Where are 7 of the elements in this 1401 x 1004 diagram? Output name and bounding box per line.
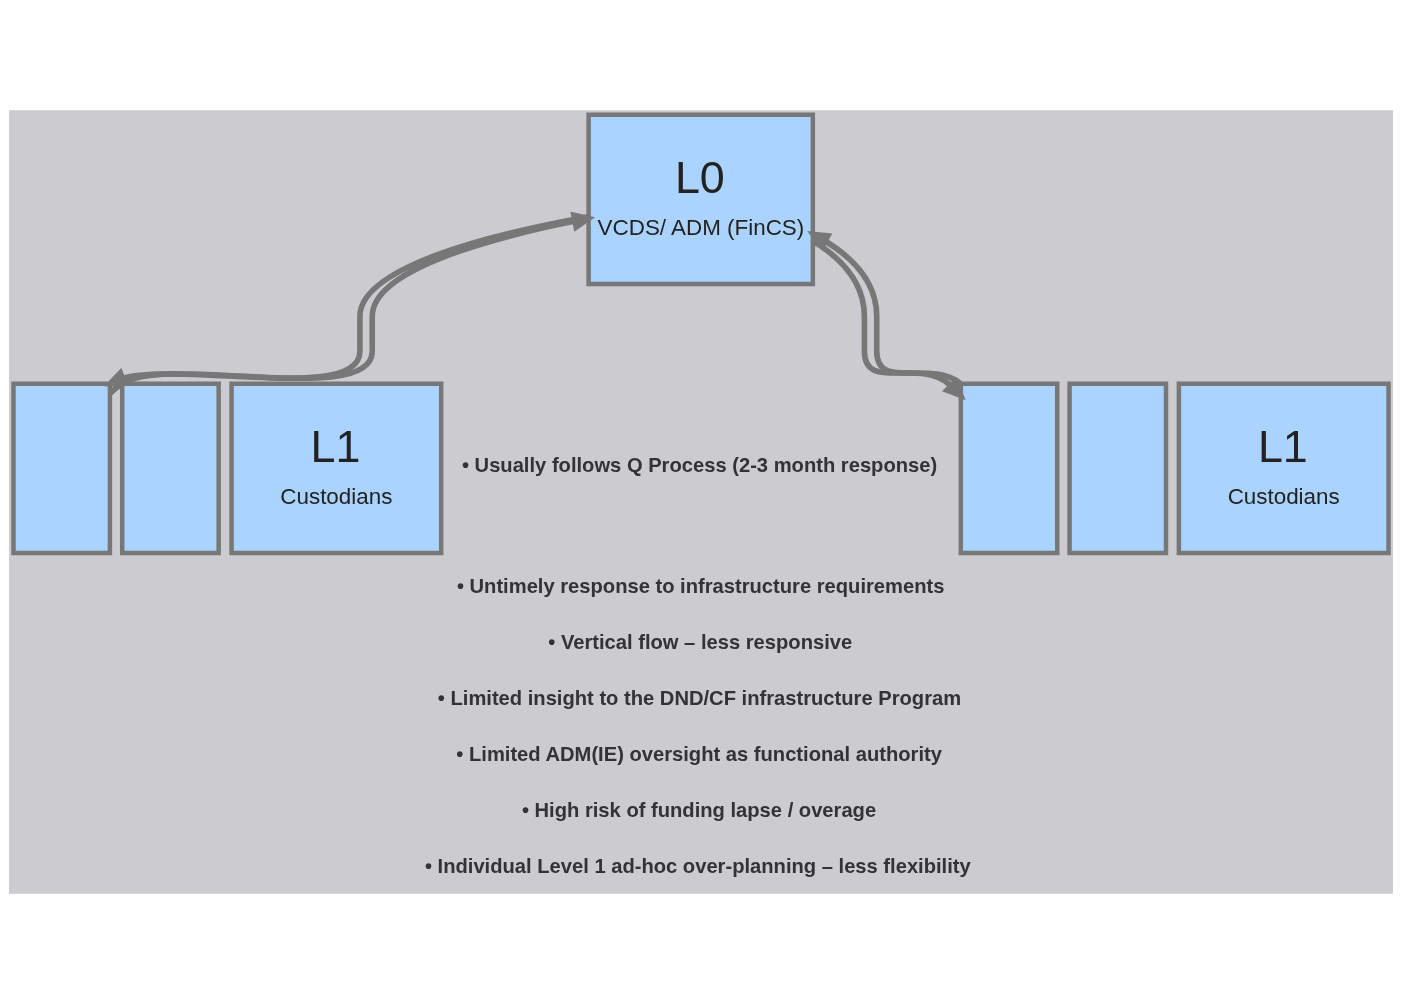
label: • Vertical flow – less responsive [547, 630, 852, 653]
label: • Usually follows Q Process (2-3 month response) [461, 454, 937, 477]
label: • Untimely response to infrastructure requirements [456, 574, 944, 597]
label: • High risk of funding lapse / overage [521, 798, 876, 821]
label: • Individual Level 1 ad-hoc over-planning – less flexibility [424, 854, 971, 877]
label: • Limited insight to the DND/CF infrastructure Program [437, 686, 961, 709]
label: • Limited ADM(IE) oversight as functional authority [455, 742, 942, 765]
